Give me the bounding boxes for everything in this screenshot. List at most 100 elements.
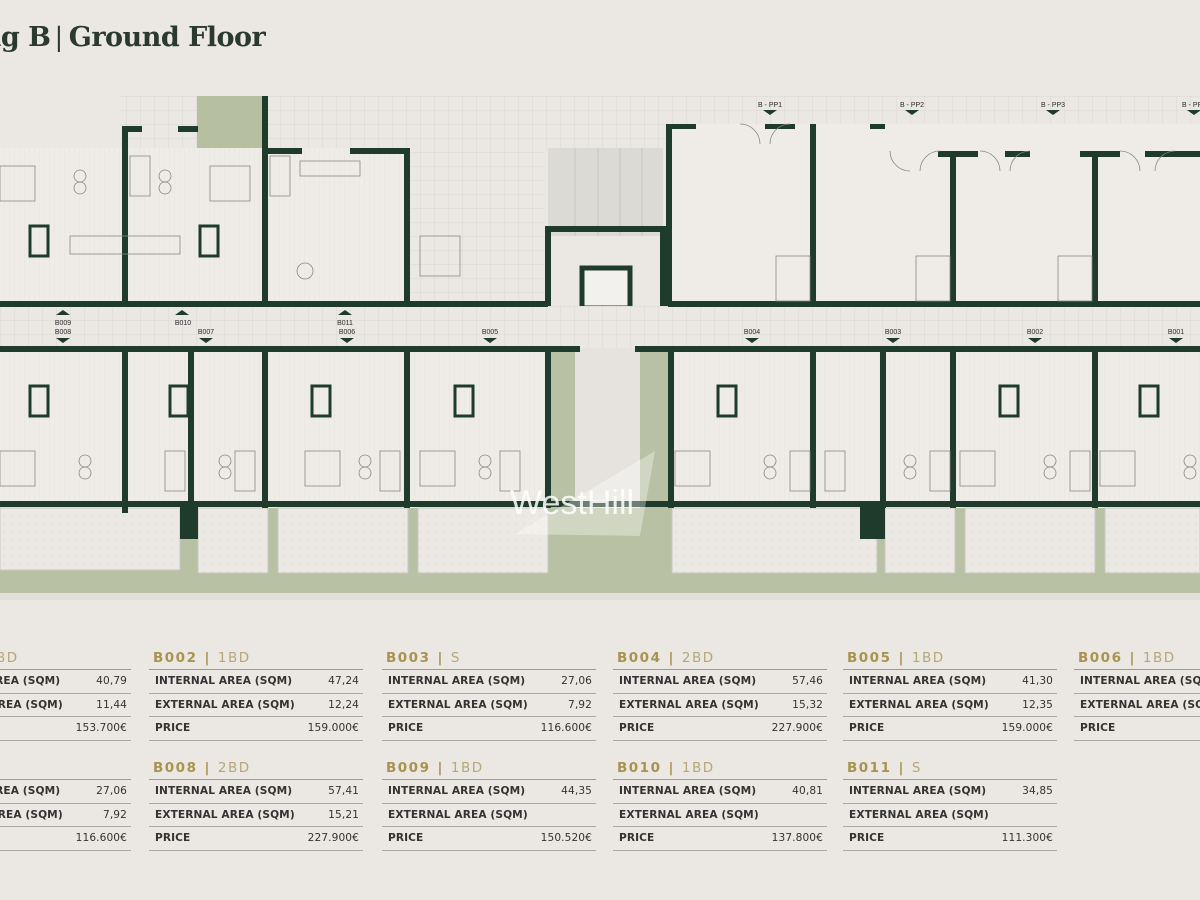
floor-plan-drawing: B009 B010 B011 B008 B007 B006 B005 B004 …	[0, 96, 1200, 600]
unit-info-label: INTERNAL AREA (SQM)	[388, 785, 526, 798]
unit-info-label: INTERNAL AREA (SQM)	[849, 675, 987, 688]
unit-info-value: 41,30	[1022, 675, 1053, 688]
unit-info-value: 15,21	[328, 808, 359, 821]
header-divider: |	[437, 760, 444, 776]
unit-info-value: 12,35	[1022, 698, 1053, 711]
unit-info-value: 15,32	[792, 698, 823, 711]
unit-info-label: EXTERNAL AREA (SQM)	[0, 698, 63, 711]
parking-label-pp3: B - PP3	[1041, 102, 1065, 109]
unit-info-value: 34,85	[1022, 785, 1053, 798]
parking-label-pp4: B - PP4	[1182, 102, 1200, 109]
unit-card-b004[interactable]: B004 | 2BD INTERNAL AREA (SQM)57,46 EXTERN…	[613, 648, 827, 741]
unit-card-b007[interactable]: B007|S INTERNAL AREA (SQM)27,06 EXTERNAL…	[0, 758, 131, 851]
unit-type: 1BD	[450, 760, 484, 776]
unit-info-label: PRICE	[1080, 722, 1116, 735]
unit-card-header: B011 | S	[843, 758, 1057, 780]
unit-card-b002[interactable]: B002 | 1BD INTERNAL AREA (SQM)47,24 EXTERN…	[149, 648, 363, 741]
corridor-unit-label: B003	[885, 329, 901, 336]
unit-info-value: 153.700€	[75, 722, 127, 735]
unit-info-value: 57,46	[792, 675, 823, 688]
corridor-unit-label: B005	[482, 329, 498, 336]
unit-info-row: INTERNAL AREA (SQM)57,41	[149, 780, 363, 804]
unit-info-value: 44,35	[561, 785, 592, 798]
unit-card-b010[interactable]: B010|1BD INTERNAL AREA (SQM)40,81 EXTERN…	[613, 758, 827, 851]
unit-card-b011[interactable]: B011 | S INTERNAL AREA (SQM) 34,85 EXTERNAL…	[843, 758, 1057, 851]
unit-info-row: INTERNAL AREA (SQM)27,06	[0, 780, 131, 804]
building-name: ing B	[0, 22, 51, 53]
header-divider: |	[668, 650, 675, 666]
unit-card-b006[interactable]: B006|1BD INTERNAL AREA (SQM) EXTERNAL AR…	[1074, 648, 1200, 741]
unit-card-header: B001|1BD	[0, 648, 131, 670]
unit-info-value: 12,24	[328, 698, 359, 711]
unit-info-row: EXTERNAL AREA (SQM)	[382, 804, 596, 827]
unit-info-label: PRICE	[388, 722, 424, 735]
unit-info-row: INTERNAL AREA (SQM)57,46	[613, 670, 827, 694]
unit-info-label: PRICE	[388, 832, 424, 845]
unit-code: B004	[617, 650, 662, 666]
unit-info-value: 27,06	[561, 675, 592, 688]
header-divider: |	[1129, 650, 1136, 666]
unit-info-row: EXTERNAL AREA (SQM)	[613, 804, 827, 827]
page-title: ing B|Ground Floor	[0, 22, 266, 53]
title-divider: |	[54, 23, 64, 53]
floor-name: Ground Floor	[68, 22, 266, 53]
unit-card-b001[interactable]: B001|1BD INTERNAL AREA (SQM)40,79 EXTERN…	[0, 648, 131, 741]
header-divider: |	[204, 760, 211, 776]
unit-info-row: EXTERNAL AREA (SQM)7,92	[382, 694, 596, 717]
unit-type: S	[911, 760, 922, 776]
parking-label-pp2: B - PP2	[900, 102, 924, 109]
unit-info-row: EXTERNAL AREA (SQM)15,32	[613, 694, 827, 717]
unit-info-label: PRICE	[619, 832, 655, 845]
unit-info-label: INTERNAL AREA (SQM)	[619, 785, 757, 798]
unit-info-row: PRICE153.700€	[0, 717, 131, 741]
unit-info-row: INTERNAL AREA (SQM) 34,85	[843, 780, 1057, 804]
unit-code: B002	[153, 650, 198, 666]
unit-code: B008	[153, 760, 198, 776]
unit-code: B009	[386, 760, 431, 776]
unit-info-value: 40,81	[792, 785, 823, 798]
header-divider: |	[668, 760, 675, 776]
unit-card-b009[interactable]: B009 | 1BD INTERNAL AREA (SQM) 44,35 EXTERN…	[382, 758, 596, 851]
unit-info-value: 137.800€	[771, 832, 823, 845]
unit-info-label: EXTERNAL AREA (SQM)	[849, 698, 989, 711]
unit-card-b008[interactable]: B008|2BD INTERNAL AREA (SQM)57,41 EXTERN…	[149, 758, 363, 851]
unit-info-label: PRICE	[155, 722, 191, 735]
unit-info-label: PRICE	[849, 722, 885, 735]
unit-info-row: PRICE 137.800€	[613, 827, 827, 851]
unit-type: 1BD	[911, 650, 945, 666]
unit-info-row: EXTERNAL AREA (SQM)	[843, 804, 1057, 827]
unit-info-label: EXTERNAL AREA (SQM)	[849, 808, 989, 821]
unit-code: B006	[1078, 650, 1123, 666]
unit-info-label: INTERNAL AREA (SQM)	[0, 675, 61, 688]
unit-info-label: INTERNAL AREA (SQM)	[0, 785, 61, 798]
unit-info-value: 7,92	[103, 808, 127, 821]
unit-info-value: 57,41	[328, 785, 359, 798]
unit-info-value: 116.600€	[75, 832, 127, 845]
unit-info-row: PRICE	[1074, 717, 1200, 741]
unit-card-header: B005|1BD	[843, 648, 1057, 670]
unit-info-label: INTERNAL AREA (SQM)	[849, 785, 987, 798]
unit-card-b003[interactable]: B003|S INTERNAL AREA (SQM)27,06 EXTERNAL…	[382, 648, 596, 741]
unit-type: 2BD	[681, 650, 715, 666]
unit-code: B011	[847, 760, 892, 776]
unit-card-b005[interactable]: B005|1BD INTERNAL AREA (SQM) 41,30 EXTERN…	[843, 648, 1057, 741]
unit-info-row: EXTERNAL AREA (SQM)12,24	[149, 694, 363, 717]
unit-info-row: PRICE 116.600€	[382, 717, 596, 741]
unit-code: B010	[617, 760, 662, 776]
unit-info-row: EXTERNAL AREA (SQM)11,44	[0, 694, 131, 717]
unit-card-header: B007|S	[0, 758, 131, 780]
unit-info-row: INTERNAL AREA (SQM)47,24	[149, 670, 363, 694]
unit-type: S	[450, 650, 461, 666]
header-divider: |	[204, 650, 211, 666]
header-divider: |	[898, 760, 905, 776]
unit-type: 1BD	[217, 650, 251, 666]
unit-info-label: INTERNAL AREA (SQM)	[388, 675, 526, 688]
unit-type: 1BD	[0, 650, 19, 666]
corridor-label-b010: B010	[175, 320, 191, 327]
unit-info-label: PRICE	[155, 832, 191, 845]
unit-type: 2BD	[217, 760, 251, 776]
unit-card-header: B004 | 2BD	[613, 648, 827, 670]
unit-info-value: 116.600€	[540, 722, 592, 735]
